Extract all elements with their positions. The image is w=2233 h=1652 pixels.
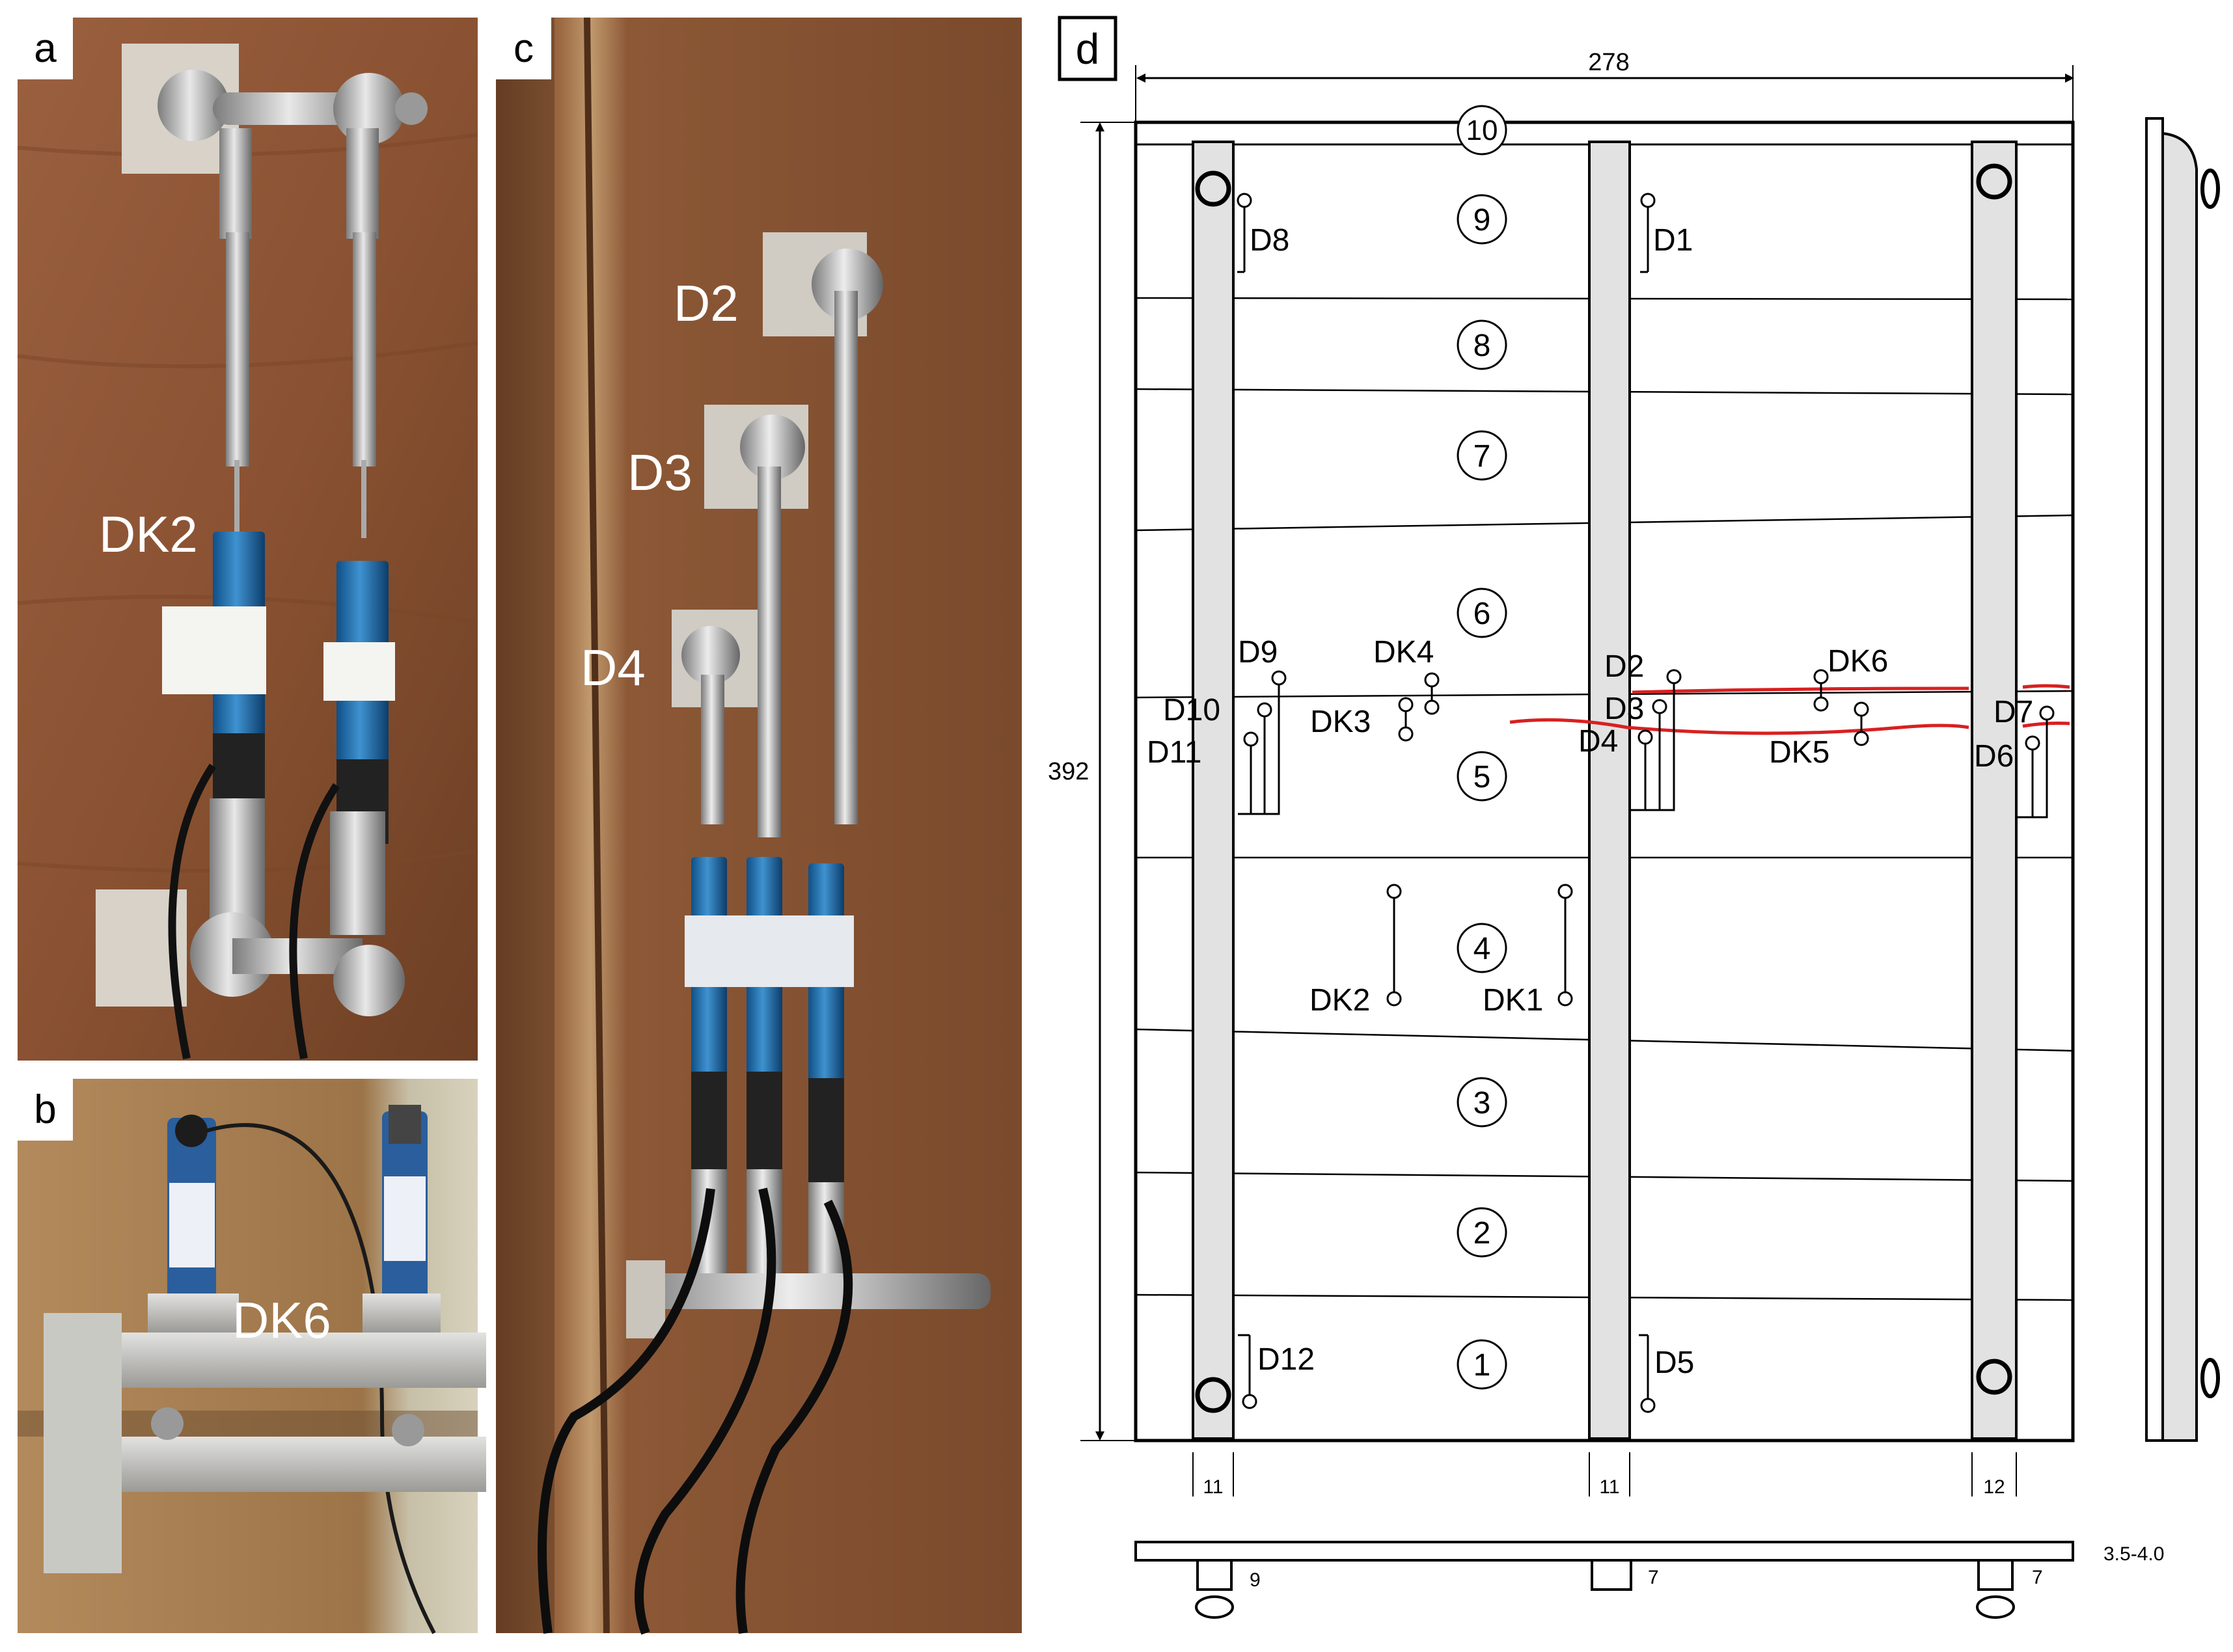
batten-right <box>1971 141 2018 1440</box>
bottom-section-battens <box>1195 1559 2015 1619</box>
width-dimension-value: 278 <box>1588 49 1629 76</box>
sensor-label-d10: D10 <box>1163 693 1220 727</box>
side-fastener-top <box>2200 169 2220 209</box>
sensor-label-d8: D8 <box>1250 223 1289 258</box>
panel-c-sensor-label-d3: D3 <box>627 444 692 501</box>
sensor-label-d6: D6 <box>1974 739 2014 774</box>
batten-left <box>1192 141 1235 1440</box>
bottom-thickness: 3.5-4.0 <box>2103 1543 2164 1565</box>
sensor-label-dk3: DK3 <box>1310 705 1371 739</box>
batten-width-right: 12 <box>1983 1476 2005 1498</box>
sensor-label-d9: D9 <box>1238 635 1278 670</box>
board-number-6: 6 <box>1473 597 1491 631</box>
panel-a-sensor-label: DK2 <box>99 506 198 563</box>
photo-panel-b: b DK6 <box>18 1079 486 1634</box>
board-number-7: 7 <box>1473 439 1491 474</box>
sensor-label-dk1: DK1 <box>1483 983 1543 1018</box>
sensor-label-d4: D4 <box>1578 724 1618 759</box>
photo-panel-c: c D2 D3 D4 <box>496 17 1022 1635</box>
sensor-label-dk5: DK5 <box>1769 735 1829 770</box>
bottom-value-middle: 7 <box>1648 1567 1659 1588</box>
board-number-labels: 1 2 3 4 5 6 7 8 9 10 <box>1466 115 1498 1383</box>
bottom-section-labels: 9 7 7 3.5-4.0 <box>1250 1543 2164 1591</box>
photo-a-image <box>17 18 478 1061</box>
side-section-board <box>2145 117 2164 1442</box>
side-fastener-bottom <box>2200 1358 2220 1398</box>
sensor-label-d3: D3 <box>1604 692 1644 726</box>
board-number-1: 1 <box>1473 1348 1491 1383</box>
board-number-circles <box>1457 105 1507 1390</box>
panel-d-label-box <box>1058 16 1117 81</box>
panel-d-label: d <box>1076 25 1100 73</box>
side-section-batten <box>2161 131 2198 1442</box>
board-number-9: 9 <box>1473 203 1491 237</box>
batten-width-left: 11 <box>1203 1476 1223 1498</box>
photo-b-image <box>18 1079 486 1634</box>
board-number-8: 8 <box>1473 329 1491 363</box>
photo-panel-a: a DK2 <box>17 18 478 1061</box>
fastener-circles <box>1195 163 2012 1413</box>
diagram-panel-d: d 278 392 <box>1048 0 2233 1649</box>
bottom-value-right: 7 <box>2032 1567 2043 1588</box>
board-number-5: 5 <box>1473 760 1491 794</box>
sensor-label-dk2: DK2 <box>1309 983 1370 1018</box>
panel-a-label: a <box>18 18 73 79</box>
panel-b-sensor-label: DK6 <box>232 1292 331 1349</box>
height-dimension-value: 392 <box>1048 758 1089 785</box>
sensor-label-d1: D1 <box>1653 223 1693 258</box>
board-number-3: 3 <box>1473 1086 1491 1120</box>
panel-c-sensor-label-d2: D2 <box>674 275 739 332</box>
sensor-label-d12: D12 <box>1257 1342 1315 1377</box>
panel-c-label: c <box>496 18 551 79</box>
board-number-2: 2 <box>1473 1216 1491 1251</box>
batten-middle <box>1588 141 1631 1440</box>
sensor-labels: D8 D1 D12 D5 D9 D10 D11 D2 D3 D4 D7 D6 D… <box>1147 223 2033 1380</box>
sensor-label-d5: D5 <box>1654 1346 1694 1380</box>
batten-width-middle: 11 <box>1599 1476 1619 1498</box>
photo-c-image <box>496 17 1022 1635</box>
sensor-label-d7: D7 <box>1993 695 2033 729</box>
sensor-label-dk6: DK6 <box>1828 644 1888 679</box>
sensor-label-dk4: DK4 <box>1373 635 1434 670</box>
panel-c-sensor-label-d4: D4 <box>581 639 646 696</box>
sensor-symbols <box>1237 193 2055 1413</box>
sensor-label-d11: D11 <box>1147 735 1202 770</box>
bottom-section-board <box>1134 1541 2074 1562</box>
diagram-drawing: d 278 392 <box>1048 16 2220 1619</box>
board-number-10: 10 <box>1466 115 1498 146</box>
board-number-4: 4 <box>1473 932 1491 966</box>
panel-b-label: b <box>18 1079 73 1141</box>
batten-width-markers <box>1192 1452 2017 1496</box>
bottom-value-left: 9 <box>1250 1569 1261 1591</box>
sensor-label-d2: D2 <box>1604 649 1644 684</box>
batten-width-labels: 11 11 12 <box>1203 1476 2005 1498</box>
